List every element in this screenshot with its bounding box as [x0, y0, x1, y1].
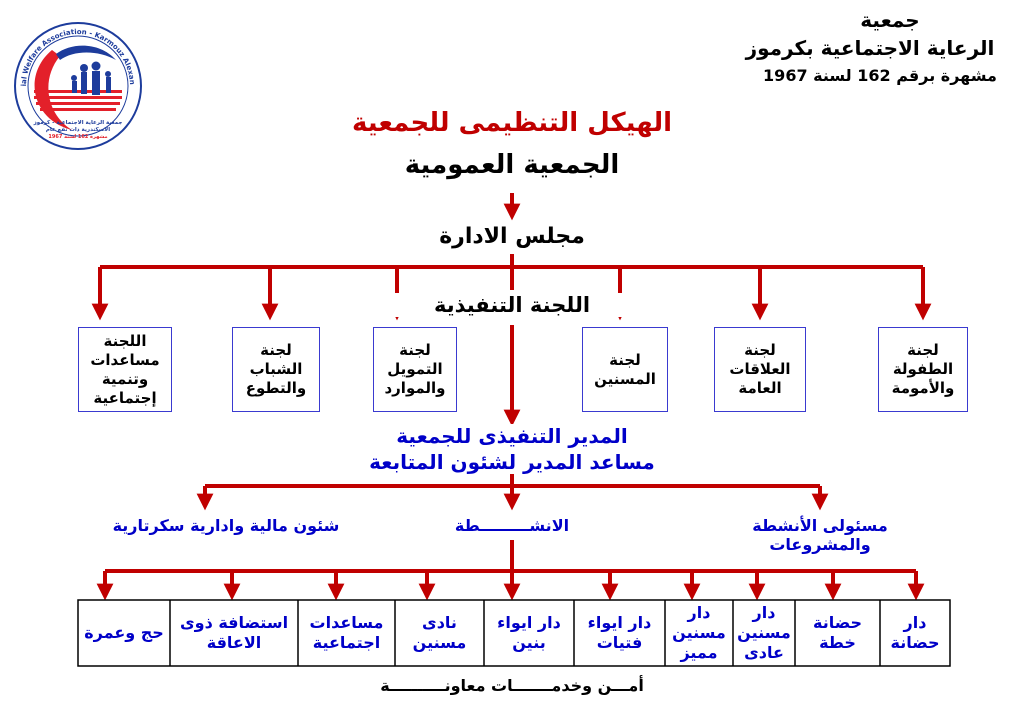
executive-director: المدير التنفيذى للجمعية [312, 424, 712, 448]
executive-committee: اللجنة التنفيذية [362, 293, 662, 317]
branch-admin: شئون مالية وادارية سكرتارية [112, 516, 340, 535]
branch-projects: مسئولى الأنشطة والمشروعات [752, 516, 888, 554]
activity-cell-hajj-umrah: حج وعمرة [84, 623, 164, 642]
page-title: الهيكل التنظيمى للجمعية [351, 108, 673, 138]
committee-box-childhood: لجنة الطفولة والأمومة [878, 327, 968, 412]
activity-cell-khatta-nursery: حضانة خطة [812, 613, 862, 652]
association-registration: مشهرة برقم 162 لسنة 1967 [763, 66, 997, 85]
committee-box-elderly: لجنة المسنين [582, 327, 668, 412]
association-logo: جمعية الرعاية الاجتماعية - كرموز الاسكند… [9, 14, 144, 152]
activity-cell-elderly-club: نادى مسنين [412, 613, 467, 652]
committee-box-youth: لجنة الشباب والتطوع [232, 327, 320, 412]
association-name-line1: جمعية [860, 8, 920, 32]
activity-cell-nursery: دار حضانة [890, 613, 940, 652]
svg-text:مشهرة 162 لسنة 1967: مشهرة 162 لسنة 1967 [48, 134, 107, 140]
committee-box-social-aid: اللجنة مساعدات وتنمية إجتماعية [78, 327, 172, 412]
assistant-director: مساعد المدير لشئون المتابعة [369, 450, 655, 474]
svg-text:الاسكندرية ذات نفع عام: الاسكندرية ذات نفع عام [46, 126, 110, 133]
activity-cell-girls-shelter: دار ايواء فتيات [587, 613, 652, 652]
activity-cell-disability-hosting: استضافة ذوى الاعاقة [179, 613, 289, 652]
activity-cell-elderly-home-standard: دار مسنين عادى [737, 603, 791, 662]
activities-table-grid [77, 599, 951, 667]
branch-activities: الانشـــــــــطة [454, 516, 570, 535]
support-services-footer: أمـــن وخدمـــــــات معاونــــــــــة [380, 676, 644, 695]
general-assembly: الجمعية العمومية [404, 150, 620, 180]
activity-cell-boys-shelter: دار ايواء بنين [497, 613, 561, 652]
association-name-line2: الرعاية الاجتماعية بكرموز [745, 36, 995, 60]
committee-box-public-relations: لجنة العلاقات العامة [714, 327, 806, 412]
activity-cell-elderly-home-premium: دار مسنين مميز [672, 603, 726, 662]
committee-box-funding: لجنة التمويل والموارد [373, 327, 457, 412]
board-of-directors: مجلس الادارة [439, 224, 585, 249]
activity-cell-social-aid: مساعدات اجتماعية [309, 613, 384, 652]
svg-text:جمعية الرعاية الاجتماعية - كرم: جمعية الرعاية الاجتماعية - كرموز [33, 119, 123, 126]
